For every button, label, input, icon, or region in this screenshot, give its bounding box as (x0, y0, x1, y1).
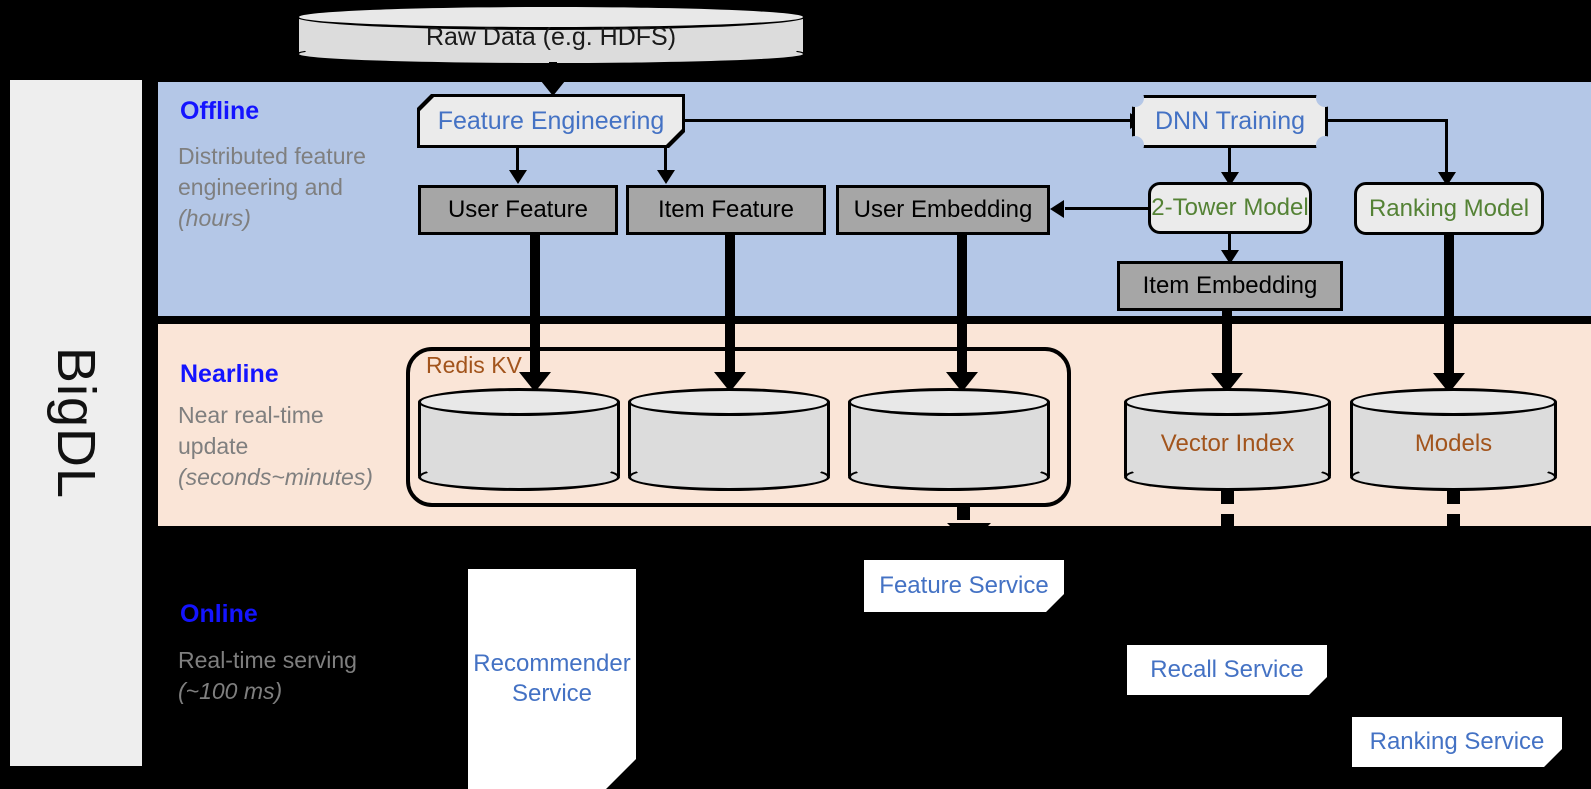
connector-fe-to-dnn (684, 119, 1132, 122)
connector-vectorindex-dash-1 (1221, 491, 1234, 504)
online-sub-italic: (~100 ms) (178, 678, 283, 704)
redis-store-3 (848, 388, 1050, 491)
arrowhead-redis-to-featureservice (947, 523, 991, 545)
dnn-notch-tl (1126, 89, 1144, 107)
arrowhead-fe-to-userfeature (509, 170, 527, 184)
connector-userembedding-to-store3 (957, 233, 967, 380)
ranking-service-box[interactable]: Ranking Service (1352, 717, 1562, 767)
arrowhead-twotower-to-userembedding (1050, 200, 1064, 218)
redis-store-1 (418, 388, 620, 491)
raw-data-label: Raw Data (e.g. HDFS) (425, 23, 677, 51)
dnn-notch-bl (1126, 136, 1144, 154)
feature-service-box[interactable]: Feature Service (864, 560, 1064, 612)
connector-userfeature-to-store1 (530, 233, 540, 380)
connector-rawdata-to-fe (549, 62, 557, 84)
offline-sub-text: Distributed feature engineering and (178, 143, 366, 200)
connector-dnn-to-ranking-v (1445, 119, 1448, 177)
connector-dnn-to-ranking-h (1328, 119, 1448, 122)
arrowhead-userfeature-to-store1 (519, 372, 551, 392)
connector-rankingmodel-to-models (1444, 233, 1454, 381)
two-tower-model-box[interactable]: 2-Tower Model (1148, 182, 1312, 234)
connector-itemembedding-to-vectorindex (1222, 309, 1232, 381)
nearline-stage-subtitle: Near real-time update (seconds~minutes) (178, 400, 398, 493)
user-embedding-box[interactable]: User Embedding (836, 185, 1050, 235)
online-stage-subtitle: Real-time serving (~100 ms) (178, 645, 398, 707)
connector-twotower-to-itemembedding (1228, 234, 1231, 258)
dnn-notch-br (1316, 136, 1334, 154)
redis-kv-label: Redis KV (426, 352, 522, 378)
online-sub-text: Real-time serving (178, 647, 357, 673)
arrowhead-itemfeature-to-store2 (714, 372, 746, 392)
bigdl-framework-rail: BigDL (8, 78, 144, 768)
arrowhead-fe-to-itemfeature (657, 170, 675, 184)
connector-fe-to-userfeature (516, 145, 519, 173)
item-embedding-box[interactable]: Item Embedding (1117, 261, 1343, 311)
item-feature-box[interactable]: Item Feature (626, 185, 826, 235)
models-cylinder[interactable]: Models (1350, 388, 1557, 491)
ranking-service-label: Ranking Service (1369, 728, 1545, 755)
models-label: Models (1414, 430, 1493, 457)
dnn-training-box[interactable]: DNN Training (1135, 98, 1325, 145)
nearline-sub-text: Near real-time update (178, 402, 324, 459)
online-stage-title: Online (180, 600, 258, 628)
redis-store-2 (628, 388, 830, 491)
connector-dnn-to-twotower (1228, 148, 1231, 178)
connector-twotower-to-userembedding (1065, 207, 1150, 210)
nearline-sub-italic: (seconds~minutes) (178, 464, 373, 490)
vector-index-label: Vector Index (1160, 430, 1295, 457)
feature-engineering-box[interactable]: Feature Engineering (420, 97, 682, 145)
connector-fe-to-itemfeature (664, 145, 667, 173)
feature-service-label: Feature Service (879, 572, 1049, 599)
recommender-service-label: Recommender Service (473, 650, 631, 707)
ranking-model-box[interactable]: Ranking Model (1354, 182, 1544, 235)
offline-sub-italic: (hours) (178, 205, 251, 231)
recommender-service-box[interactable]: Recommender Service (468, 569, 636, 789)
bigdl-label: BigDL (46, 346, 106, 500)
connector-models-dash-1 (1447, 491, 1460, 504)
connector-models-dash-2 (1447, 514, 1460, 527)
vector-index-cylinder[interactable]: Vector Index (1124, 388, 1331, 491)
arrowhead-userembedding-to-store3 (946, 372, 978, 392)
dnn-notch-tr (1316, 89, 1334, 107)
connector-redis-to-featureservice-dash (957, 507, 970, 520)
offline-stage-title: Offline (180, 97, 260, 125)
offline-stage-subtitle: Distributed feature engineering and (hou… (178, 141, 398, 234)
user-feature-box[interactable]: User Feature (418, 185, 618, 235)
connector-itemfeature-to-store2 (725, 233, 735, 380)
redis-kv-container (406, 347, 1071, 507)
arrowhead-twotower-to-itemembedding (1221, 250, 1239, 264)
connector-vectorindex-dash-2 (1221, 514, 1234, 527)
nearline-stage-title: Nearline (180, 360, 279, 388)
recall-service-label: Recall Service (1150, 656, 1304, 683)
raw-data-cylinder: Raw Data (e.g. HDFS) (296, 4, 806, 66)
arrowhead-rawdata-to-fe (537, 76, 569, 96)
recall-service-box[interactable]: Recall Service (1127, 645, 1327, 695)
